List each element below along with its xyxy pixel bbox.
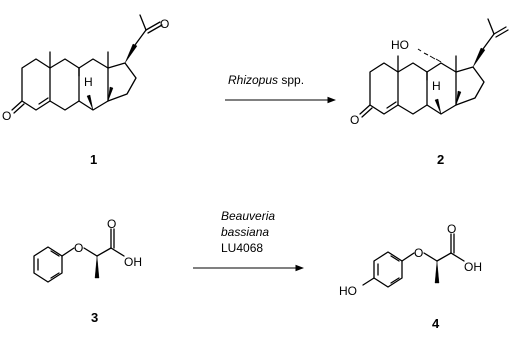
compound-3-number: 3 xyxy=(91,310,98,325)
reaction-1-reagent-genus: Rhizopus xyxy=(228,73,278,87)
reaction-1-reagent-species: spp. xyxy=(278,73,304,87)
compound-3-hydroxyl-label: OH xyxy=(124,255,142,269)
compound-2-structure: O HO H xyxy=(350,18,509,127)
compound-2-oxygen-label: O xyxy=(350,113,359,127)
compound-4-carbonyl-oxygen-label: O xyxy=(447,222,456,236)
compound-4-ether-oxygen-label: O xyxy=(414,246,423,260)
reaction-2-reagent-line-1: Beauveria xyxy=(221,209,275,223)
compound-2-number: 2 xyxy=(437,152,444,167)
compound-4-hydroxyl-label: OH xyxy=(464,260,482,274)
compound-3-structure: O O OH xyxy=(33,217,142,283)
reaction-2-reagent-line-2: bassiana xyxy=(221,225,269,239)
compound-4-number: 4 xyxy=(432,316,440,331)
compound-1-structure: O O H xyxy=(2,14,169,123)
reaction-2-reagent-line-3: LU4068 xyxy=(221,241,263,255)
compound-1-number: 1 xyxy=(90,152,97,167)
compound-1-hydrogen-label: H xyxy=(84,75,93,89)
compound-3-ether-oxygen-label: O xyxy=(74,241,83,255)
compound-1-ketone-oxygen-label: O xyxy=(160,17,169,31)
compound-3-carbonyl-oxygen-label: O xyxy=(107,217,116,231)
compound-4-phenol-label: HO xyxy=(339,284,357,298)
compound-1-oxygen-label: O xyxy=(2,109,11,123)
compound-2-hydroxyl-label: HO xyxy=(391,38,409,52)
reaction-1-conditions: Rhizopus spp. xyxy=(228,73,304,87)
compound-2-hydrogen-label: H xyxy=(432,79,441,93)
compound-4-structure: HO O O OH xyxy=(339,222,482,298)
